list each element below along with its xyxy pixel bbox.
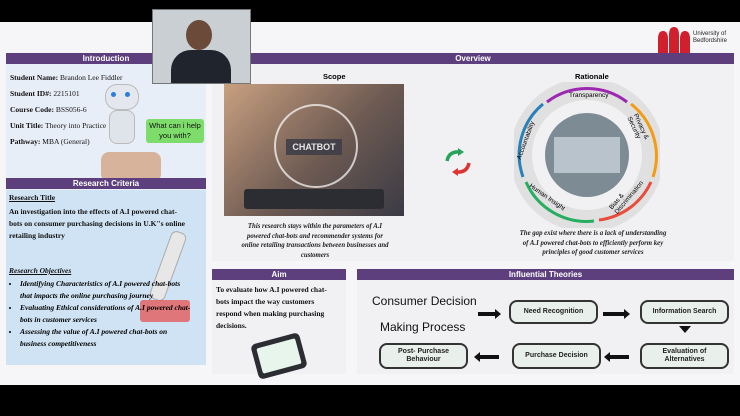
flow-arrow [604, 352, 629, 362]
research-criteria-header: Research Criteria [6, 178, 206, 189]
university-logo: University of Bedfordshire [657, 27, 735, 57]
student-name-label: Student Name: [10, 73, 59, 82]
unit-title-label: Unit Title: [10, 121, 44, 130]
flow-arrow-down [679, 326, 691, 333]
research-objectives-list: Identifying Characteristics of A.I power… [6, 278, 190, 350]
cycle-arrows-icon [443, 147, 473, 177]
logo-text-line1: University of [693, 31, 727, 37]
research-title-line: An investigation into the effects of A.I… [9, 207, 177, 216]
influential-theories-header: Influential Theories [357, 269, 734, 280]
rationale-caption: The gap exist where there is a lack of u… [519, 230, 667, 256]
objective-item: Evaluating Ethical considerations of A.I… [20, 302, 190, 326]
robot-illustration [101, 84, 141, 144]
flow-arrow [478, 309, 501, 319]
logo-text-line2: Bedfordshire [693, 38, 728, 44]
step-post-purchase-behaviour: Post- Purchase Behaviour [379, 343, 468, 369]
presentation-slide: University of Bedfordshire Introduction … [0, 22, 740, 385]
aim-text: To evaluate how A.I powered chat- bots i… [216, 285, 327, 330]
step-purchase-decision: Purchase Decision [512, 343, 601, 369]
hand-phone-illustration [101, 152, 161, 182]
pathway-label: Pathway: [10, 137, 41, 146]
theory-heading-line2: Making Process [380, 320, 466, 334]
research-title-line: bots on consumer purchasing decisions in… [9, 219, 186, 228]
course-code: BSS056-6 [55, 105, 87, 114]
aim-panel: To evaluate how A.I powered chat- bots i… [212, 280, 346, 380]
research-objectives-label: Research Objectives [9, 266, 72, 275]
student-details: Student Name: Brandon Lee Fiddler Studen… [10, 72, 122, 147]
robot-arm-illustration [136, 229, 196, 350]
presenter-figure [186, 20, 212, 50]
theory-heading-line1: Consumer Decision [372, 294, 477, 308]
step-information-search: Information Search [640, 300, 729, 324]
chatbot-label: CHATBOT [286, 139, 342, 155]
step-need-recognition: Need Recognition [509, 300, 598, 324]
research-title-label: Research Title [9, 193, 56, 202]
research-title-line: retailing industry [9, 231, 65, 240]
pathway: MBA (General) [42, 137, 90, 146]
student-id: 2215101 [53, 89, 80, 98]
scope-title: Scope [323, 72, 346, 81]
unit-title: Theory into Practice [45, 121, 107, 130]
flow-arrow [474, 352, 499, 362]
aim-header: Aim [212, 269, 346, 280]
laptop-keyboard [244, 189, 384, 209]
rationale-ring-diagram: Transparency Privacy & Security Bias & D… [510, 78, 664, 232]
objective-item: Identifying Characteristics of A.I power… [20, 278, 190, 302]
overview-header: Overview [212, 53, 734, 64]
scope-image: CHATBOT [224, 84, 404, 216]
scope-caption: This research stays within the parameter… [241, 223, 389, 259]
university-logo-mark [658, 27, 690, 53]
introduction-panel: What can i help you with? [6, 64, 206, 194]
research-criteria-panel: Research Title An investigation into the… [6, 190, 206, 365]
chat-bubble: What can i help you with? [146, 119, 204, 143]
rationale-title: Rationale [575, 72, 609, 81]
student-id-label: Student ID#: [10, 89, 52, 98]
phone-illustration [250, 332, 308, 380]
flow-arrow [603, 309, 630, 319]
webcam-feed [152, 9, 251, 84]
student-name: Brandon Lee Fiddler [60, 73, 123, 82]
influential-theories-panel: Consumer Decision Making Process Need Re… [357, 280, 734, 374]
course-code-label: Course Code: [10, 105, 54, 114]
theory-heading: Consumer Decision Making Process [372, 288, 477, 340]
step-evaluation-of-alternatives: Evaluation of Alternatives [640, 343, 729, 369]
ring-label-transparency: Transparency [569, 92, 609, 99]
introduction-header: Introduction [6, 53, 206, 64]
presenter-body [171, 50, 231, 83]
objective-item: Assessing the value of A.I powered chat-… [20, 326, 190, 350]
